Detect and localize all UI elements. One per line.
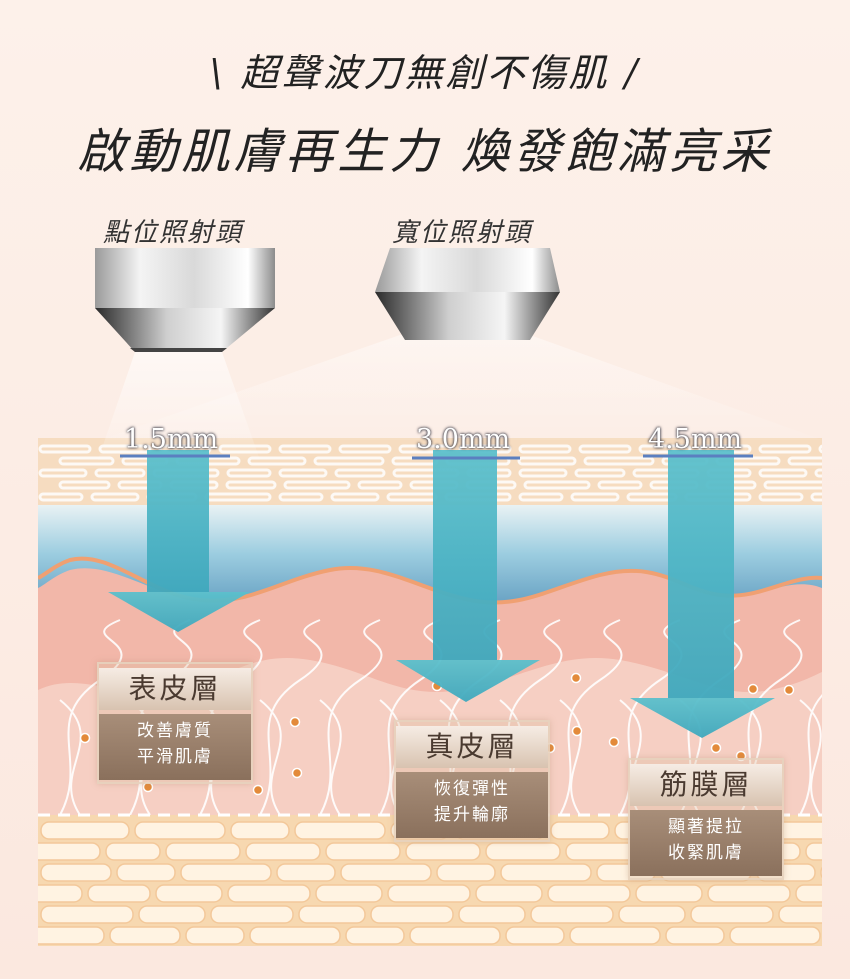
depth-label-3: 4.5mm	[648, 424, 743, 455]
point-head	[95, 248, 275, 352]
wide-head-label: 寬位照射頭	[392, 218, 533, 248]
layer-desc: 顯著提拉 收緊肌膚	[630, 810, 782, 876]
depth-label-1: 1.5mm	[124, 424, 219, 455]
point-head-label: 點位照射頭	[103, 218, 244, 248]
layer-name: 筋膜層	[630, 764, 782, 806]
fascia-card: 筋膜層 顯著提拉 收緊肌膚	[628, 758, 784, 880]
arrow-1-5mm	[108, 450, 250, 632]
arrow-4-5mm	[630, 450, 775, 738]
layer-name: 表皮層	[99, 668, 251, 710]
wide-head	[375, 248, 560, 340]
depth-label-2: 3.0mm	[416, 424, 511, 455]
layer-desc: 恢復彈性 提升輪廓	[396, 772, 548, 838]
layer-name: 真皮層	[396, 726, 548, 768]
headline-line-2: 啟動肌膚再生力 煥發飽滿亮采	[77, 124, 773, 180]
headline-line-1: \ 超聲波刀無創不傷肌 /	[209, 51, 641, 95]
epidermis-card: 表皮層 改善膚質 平滑肌膚	[97, 662, 253, 784]
dermis-card: 真皮層 恢復彈性 提升輪廓	[394, 720, 550, 842]
layer-desc: 改善膚質 平滑肌膚	[99, 714, 251, 780]
wide-beam	[100, 335, 822, 440]
arrow-3-0mm	[396, 450, 540, 702]
